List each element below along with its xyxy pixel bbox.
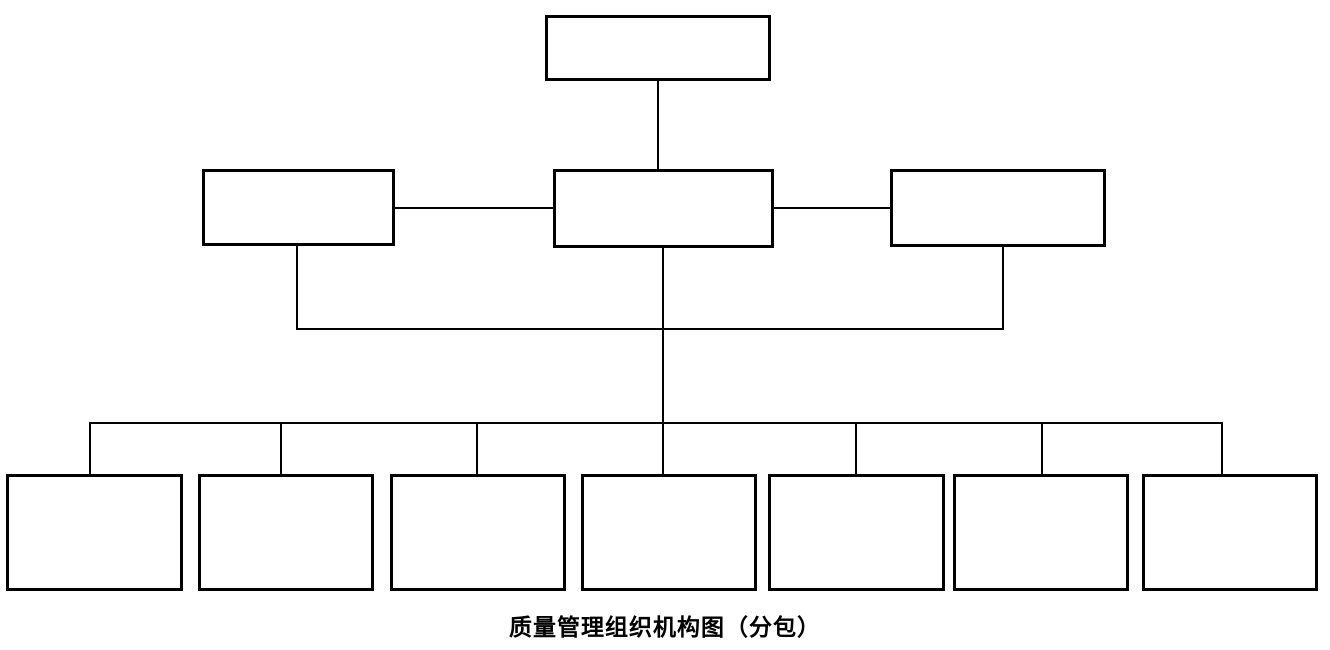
connector-stub-3 [476, 422, 478, 474]
org-node-level3-2 [198, 474, 374, 591]
connector-stub-2 [280, 422, 282, 474]
connector-right-drop [1002, 247, 1004, 330]
connector-stub-5 [855, 422, 857, 474]
org-node-level2-left [202, 169, 395, 246]
org-node-level3-1 [6, 474, 183, 591]
org-node-level3-6 [953, 474, 1129, 591]
connector-left-to-center [395, 207, 553, 209]
connector-stub-7 [1221, 422, 1223, 474]
org-node-level3-7 [1142, 474, 1318, 591]
connector-center-drop [662, 248, 664, 424]
connector-stub-1 [89, 422, 91, 474]
connector-left-drop [296, 246, 298, 330]
org-node-top [545, 15, 771, 81]
diagram-caption: 质量管理组织机构图（分包） [509, 615, 821, 640]
connector-distribution-rail [89, 422, 1223, 424]
org-node-level3-3 [390, 474, 566, 591]
connector-stub-6 [1041, 422, 1043, 474]
org-node-level3-5 [768, 474, 945, 591]
connector-top-to-center [657, 81, 659, 169]
connector-center-to-right [774, 207, 890, 209]
org-node-level2-right [890, 169, 1106, 247]
connector-stub-4 [662, 422, 664, 474]
org-node-level3-4 [581, 474, 757, 591]
connector-mid-rail [296, 328, 1004, 330]
org-node-level2-center [553, 169, 774, 248]
